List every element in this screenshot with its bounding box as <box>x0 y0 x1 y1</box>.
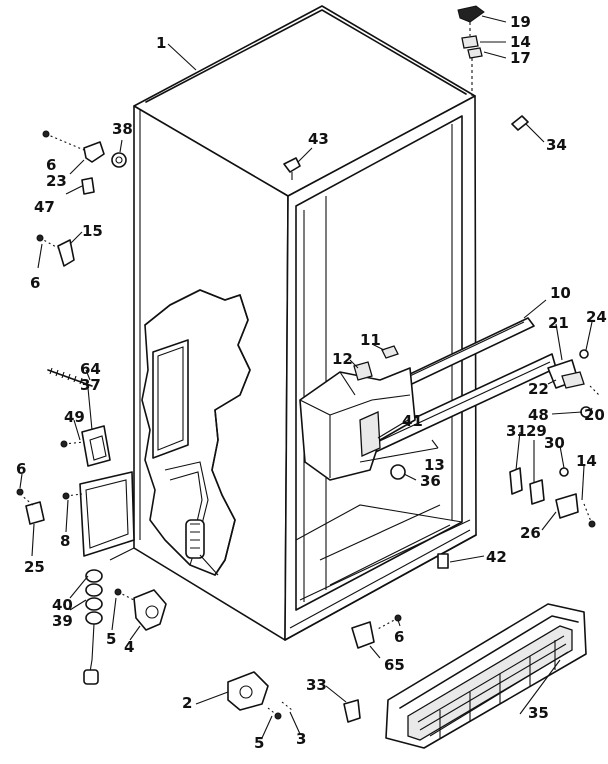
callout-14: 14 <box>510 33 531 51</box>
callout-42: 42 <box>486 548 507 566</box>
callout-6: 6 <box>30 274 40 292</box>
callout-40: 40 <box>52 596 73 614</box>
callout-5: 5 <box>106 630 116 648</box>
callout-39: 39 <box>52 612 73 630</box>
callout-10: 10 <box>550 284 571 302</box>
callout-65: 65 <box>384 656 405 674</box>
callout-22: 22 <box>528 380 549 398</box>
callout-35: 35 <box>528 704 549 722</box>
callout-12: 12 <box>332 350 353 368</box>
callout-30: 30 <box>544 434 565 452</box>
callout-26: 26 <box>520 524 541 542</box>
callout-64: 64 <box>80 360 101 378</box>
callout-14: 14 <box>576 452 597 470</box>
callout-4: 4 <box>124 638 134 656</box>
callout-36: 36 <box>420 472 441 490</box>
callout-34: 34 <box>546 136 567 154</box>
callout-41: 41 <box>402 412 423 430</box>
callout-33: 33 <box>306 676 327 694</box>
callout-38: 38 <box>112 120 133 138</box>
duct-housing <box>299 367 416 481</box>
callout-1: 1 <box>156 34 166 52</box>
callout-5: 5 <box>254 734 264 752</box>
callout-6: 6 <box>16 460 26 478</box>
small-parts <box>16 5 601 723</box>
callout-24: 24 <box>586 308 607 326</box>
callout-20: 20 <box>584 406 605 424</box>
side-panel-cutaway <box>141 289 251 576</box>
callout-15: 15 <box>82 222 103 240</box>
callout-19: 19 <box>510 13 531 31</box>
callout-3: 3 <box>296 730 306 748</box>
toe-grille <box>385 603 587 749</box>
callout-49: 49 <box>64 408 85 426</box>
callout-6: 6 <box>46 156 56 174</box>
callout-21: 21 <box>548 314 569 332</box>
callout-17: 17 <box>510 49 531 67</box>
leader-lines <box>19 15 593 739</box>
callout-47: 47 <box>34 198 55 216</box>
callout-23: 23 <box>46 172 67 190</box>
callout-29: 29 <box>526 422 547 440</box>
callout-37: 37 <box>80 376 101 394</box>
callout-48: 48 <box>528 406 549 424</box>
callout-2: 2 <box>182 694 192 712</box>
callout-31: 31 <box>506 422 527 440</box>
callout-8: 8 <box>60 532 70 550</box>
callout-25: 25 <box>24 558 45 576</box>
callout-labels: 1 19 14 17 38 43 34 6 23 47 15 6 10 11 2… <box>16 13 607 752</box>
callout-43: 43 <box>308 130 329 148</box>
callout-6: 6 <box>394 628 404 646</box>
callout-13: 13 <box>424 456 445 474</box>
callout-11: 11 <box>360 331 381 349</box>
